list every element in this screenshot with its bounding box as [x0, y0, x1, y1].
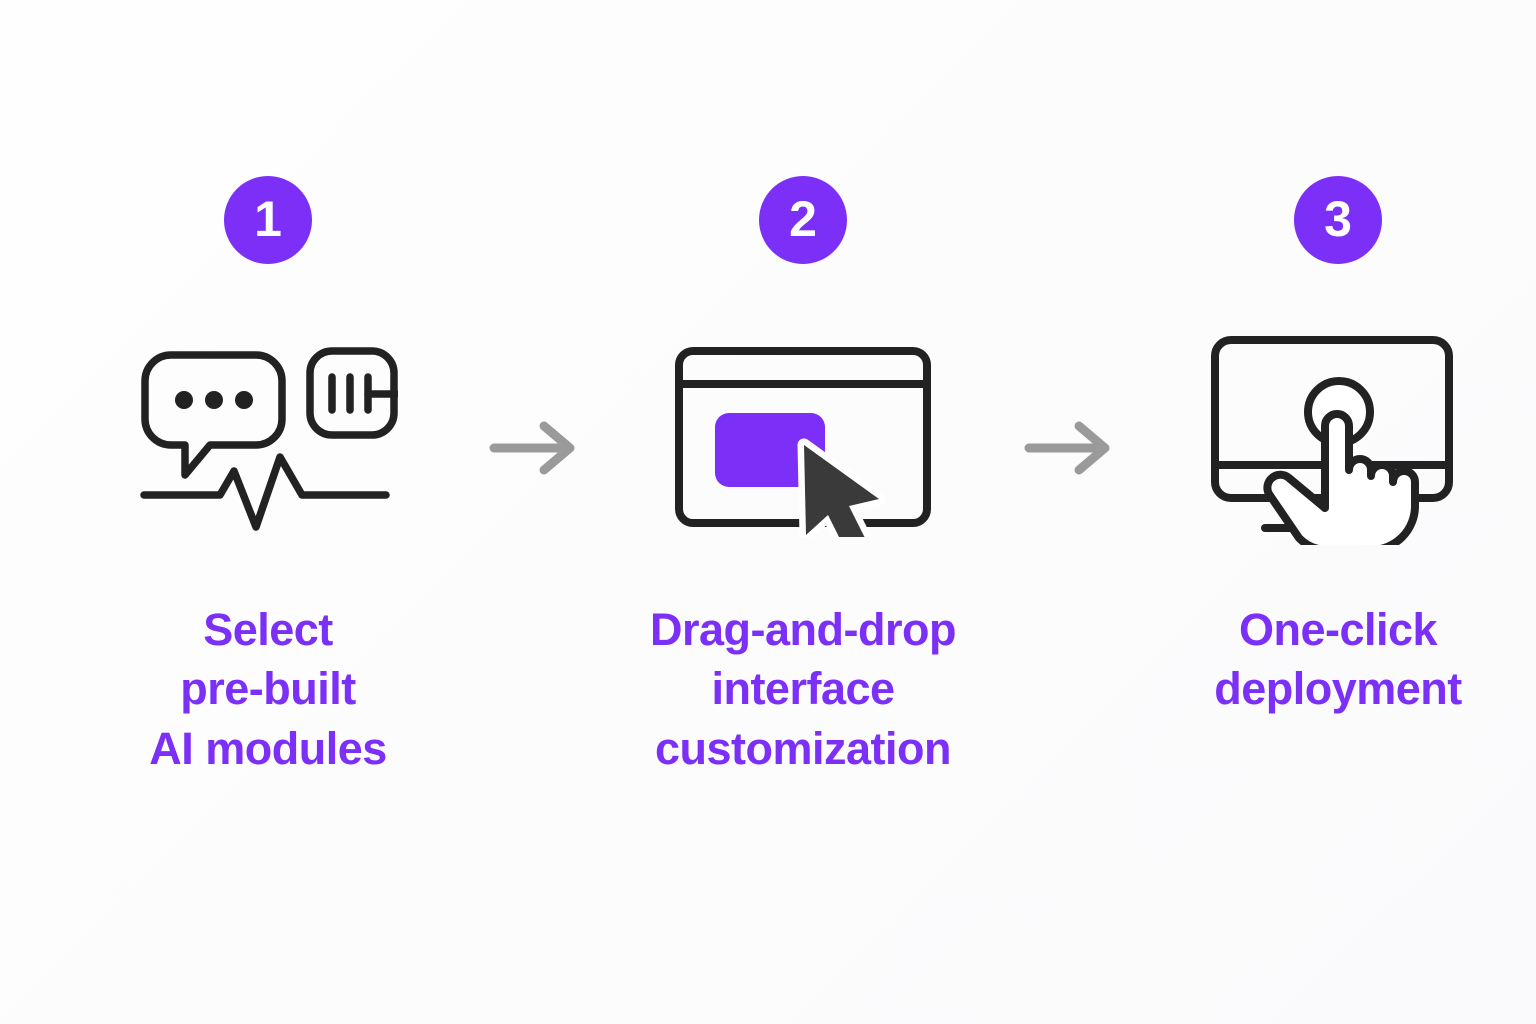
steps-row: 1: [0, 176, 1536, 778]
select-ai-modules-icon: [140, 347, 398, 531]
one-click-deployment-icon: [1211, 335, 1453, 545]
purple-block-icon: [715, 413, 825, 487]
step-1: 1: [73, 176, 463, 778]
arrow-right-icon: [489, 421, 574, 475]
step-2-number: 2: [789, 190, 817, 247]
step-1-caption: Select pre-built AI modules: [149, 604, 387, 774]
connector-2: [998, 176, 1143, 478]
step-2-icon-group: [673, 322, 933, 552]
cursor-arrow-icon: [797, 438, 886, 537]
chat-bubble-icon: [141, 351, 286, 479]
arrow-right-icon: [1024, 421, 1109, 475]
step-3-number: 3: [1324, 190, 1352, 247]
step-1-badge: 1: [224, 176, 312, 264]
drag-and-drop-icon: [675, 347, 931, 537]
step-1-icon-group: [138, 322, 398, 552]
chat-bubble-dots-icon: [175, 391, 253, 409]
step-3-caption: One-click deployment: [1214, 604, 1462, 715]
tap-hand-icon: [1263, 409, 1419, 545]
waveform-pulse-icon: [140, 453, 390, 531]
step-2: 2: [608, 176, 998, 778]
step-2-badge: 2: [759, 176, 847, 264]
step-2-caption: Drag-and-drop interface customization: [650, 604, 956, 774]
step-3: 3: [1143, 176, 1533, 719]
step-3-icon-group: [1203, 322, 1473, 552]
audio-bars-icon: [306, 347, 398, 439]
step-1-number: 1: [254, 190, 282, 247]
connector-1: [463, 176, 608, 478]
step-3-badge: 3: [1294, 176, 1382, 264]
